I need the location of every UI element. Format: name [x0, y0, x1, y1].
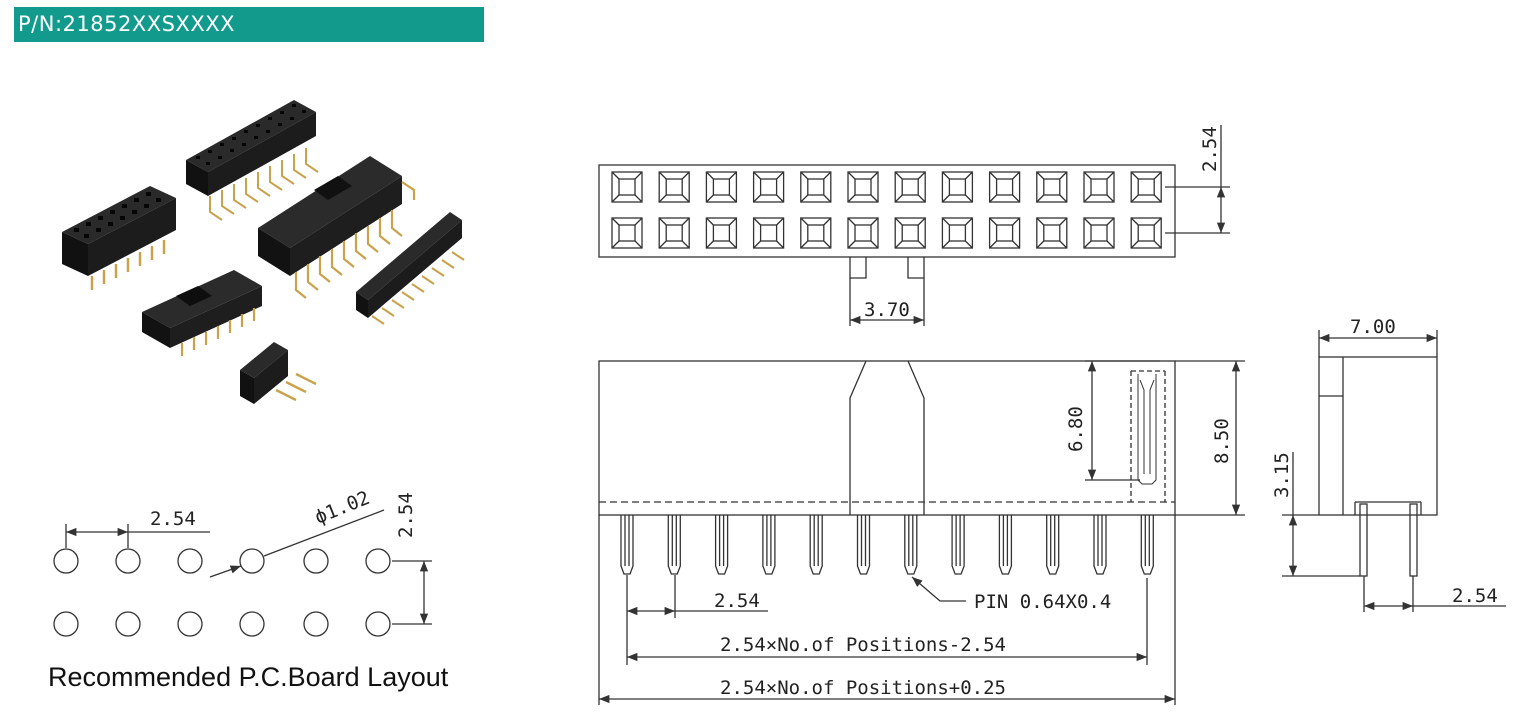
pcb-layout-drawing — [53, 509, 432, 637]
front-pin — [1046, 515, 1060, 575]
front-view-drawing — [598, 360, 1245, 705]
contact-cell — [752, 171, 785, 203]
side-view-body — [1318, 356, 1438, 516]
front-pin — [762, 515, 776, 575]
connector-photo-6 — [240, 342, 317, 404]
contact-cell — [752, 217, 785, 249]
front-pin — [620, 515, 634, 575]
front-pin — [998, 515, 1013, 575]
contact-cell — [1083, 217, 1115, 249]
front-view-pins — [620, 515, 1154, 575]
contact-cell — [1083, 171, 1115, 203]
pin-span-formula-label: 2.54×No.of Positions-2.54 — [720, 634, 1006, 656]
pin-size-label: PIN 0.64X0.4 — [974, 591, 1111, 613]
part-number-banner: P/N:21852XXSXXXX — [14, 7, 484, 42]
top-view-body — [598, 164, 1176, 258]
top-view-row-pitch-label: 2.54 — [1199, 126, 1221, 172]
contact-cell — [658, 171, 690, 203]
front-view-body — [598, 360, 1176, 516]
overall-length-formula-label: 2.54×No.of Positions+0.25 — [720, 677, 1006, 699]
contact-cell — [847, 171, 879, 203]
contact-cell — [1130, 171, 1162, 203]
front-pin-pitch-label: 2.54 — [714, 590, 760, 612]
connector-photo-1 — [62, 186, 176, 290]
pcb-layout-caption: Recommended P.C.Board Layout — [48, 662, 449, 692]
socket-depth-label: 6.80 — [1065, 406, 1087, 452]
side-pin-pitch-label: 2.54 — [1452, 585, 1498, 607]
pcb-pitch-y-label: 2.54 — [395, 492, 417, 538]
contact-cell — [705, 217, 738, 249]
contact-cell — [847, 217, 879, 249]
connector-photo-4 — [356, 212, 465, 325]
top-view-drawing — [598, 125, 1230, 326]
side-view-drawing — [1282, 330, 1506, 612]
contact-cell — [611, 217, 643, 249]
contact-cell — [894, 217, 926, 249]
top-view-key-width-label: 3.70 — [864, 299, 910, 321]
contact-cell — [658, 217, 690, 249]
part-number-label: P/N:21852XXSXXXX — [18, 12, 235, 36]
front-pin — [714, 515, 729, 575]
contact-cell — [1036, 171, 1068, 203]
front-pin — [667, 515, 681, 575]
contact-cell — [988, 217, 1021, 249]
connector-photo-5 — [142, 270, 262, 356]
front-pin — [1093, 515, 1107, 575]
side-body-width-label: 7.00 — [1350, 316, 1396, 338]
contact-cell — [941, 217, 974, 249]
top-view-contact-cells — [611, 171, 1162, 249]
front-pin — [951, 515, 965, 575]
contact-cell — [941, 171, 974, 203]
pcb-pitch-x-label: 2.54 — [150, 508, 196, 530]
contact-cell — [894, 171, 926, 203]
side-pin-length-label: 3.15 — [1271, 452, 1293, 498]
front-pin — [809, 515, 823, 575]
connector-photo-2 — [186, 100, 319, 221]
product-photo — [62, 100, 465, 404]
front-pin — [1140, 515, 1154, 575]
contact-cell — [1036, 217, 1068, 249]
contact-cell — [800, 217, 832, 249]
contact-cell — [988, 171, 1021, 203]
contact-cell — [611, 171, 643, 203]
pcb-hole-diameter-label: ϕ1.02 — [312, 487, 373, 529]
contact-cell — [1130, 217, 1162, 249]
contact-cell — [800, 171, 832, 203]
pcb-hole-grid — [53, 548, 391, 637]
connector-photo-3 — [258, 156, 416, 299]
front-pin — [856, 515, 871, 575]
body-height-label: 8.50 — [1211, 418, 1233, 464]
front-pin — [904, 515, 918, 575]
contact-cell — [705, 171, 738, 203]
